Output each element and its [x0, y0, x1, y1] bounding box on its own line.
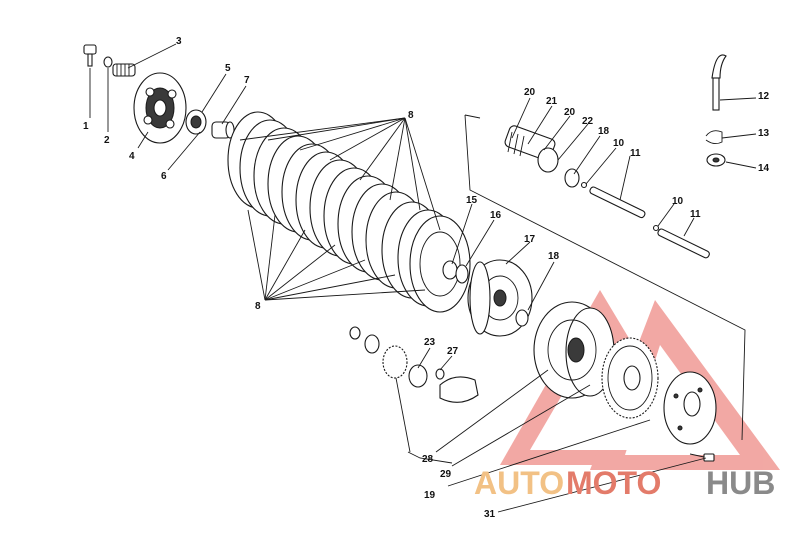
callout-23: 23 [424, 337, 436, 348]
part-clutch-plate-stack [227, 111, 471, 313]
leader-lines [89, 43, 757, 513]
callout-labels: 1 2 3 4 5 6 7 8 8 10 10 11 11 12 13 14 1… [83, 36, 770, 520]
callout-8-bottom: 8 [255, 301, 261, 312]
callout-14: 14 [758, 163, 770, 174]
callout-18-lower: 18 [548, 251, 560, 262]
callout-10-upper: 10 [613, 138, 625, 149]
callout-15: 15 [466, 195, 478, 206]
part-backing-bolt [689, 453, 715, 462]
watermark-hub: HUB [706, 465, 775, 501]
callout-29: 29 [440, 469, 452, 480]
callout-8-top: 8 [408, 110, 414, 121]
callout-18-upper: 18 [598, 126, 610, 137]
callout-16: 16 [490, 210, 502, 221]
watermark-auto: AUTO [474, 465, 564, 501]
callout-10-lower: 10 [672, 196, 684, 207]
part-ring-gear [601, 337, 659, 419]
callout-20-upper: 20 [524, 87, 536, 98]
part-pushrod-cap [211, 121, 235, 139]
callout-11-upper: 11 [630, 148, 641, 159]
callout-31: 31 [484, 509, 496, 520]
callout-21: 21 [546, 96, 558, 107]
callout-12: 12 [758, 91, 770, 102]
callout-2: 2 [104, 135, 110, 146]
callout-11-lower: 11 [690, 209, 701, 220]
part-primary-gear-group [349, 326, 479, 403]
watermark-moto: MOTO [566, 465, 661, 501]
callout-13: 13 [758, 128, 770, 139]
part-hub-nut [442, 260, 469, 284]
callout-28: 28 [422, 454, 434, 465]
part-spring [112, 63, 136, 77]
part-bearing [185, 109, 207, 135]
part-clutch-actuator [705, 54, 727, 167]
part-shaft-group [504, 125, 710, 259]
callout-20-lower: 20 [564, 107, 576, 118]
callout-27: 27 [447, 346, 459, 357]
shaft-group-frame [407, 114, 746, 464]
callout-19: 19 [424, 490, 436, 501]
callout-3: 3 [176, 36, 182, 47]
part-thrust-washer [515, 309, 529, 327]
callout-6: 6 [161, 171, 167, 182]
callout-7: 7 [244, 75, 250, 86]
leader-lines-8 [239, 117, 441, 301]
part-bolt [83, 44, 97, 67]
part-backing-plate [663, 371, 717, 445]
callout-17: 17 [524, 234, 536, 245]
part-pressure-plate [133, 72, 187, 144]
callout-5: 5 [225, 63, 231, 74]
part-washer [103, 56, 113, 68]
callout-1: 1 [83, 121, 89, 132]
callout-22: 22 [582, 116, 594, 127]
callout-4: 4 [129, 151, 135, 162]
watermark-text: AUTO MOTO HUB [474, 465, 775, 501]
